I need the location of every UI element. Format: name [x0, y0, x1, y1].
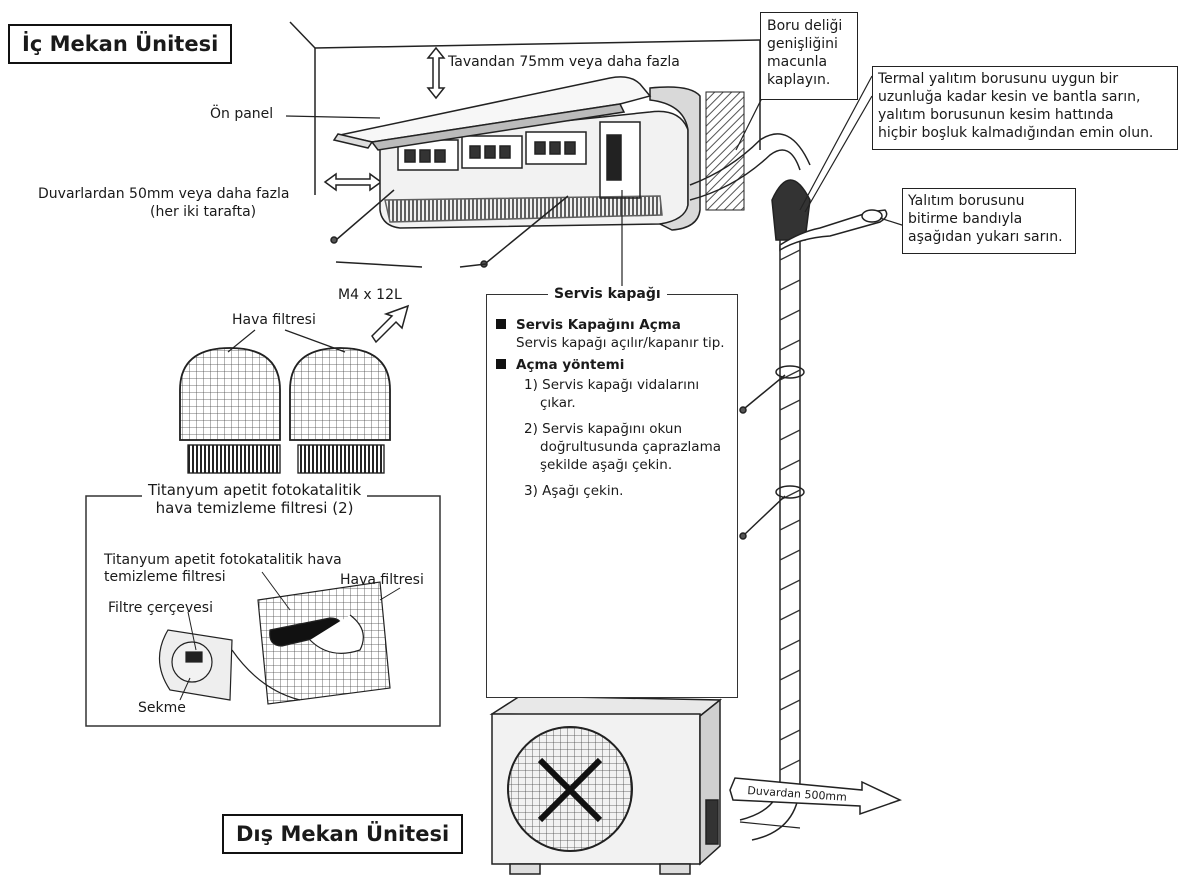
filter-tab-label: Sekme — [138, 700, 186, 716]
outdoor-heading-text: Dış Mekan Ünitesi — [236, 822, 450, 846]
piping — [689, 133, 811, 201]
clamp-screws — [739, 374, 786, 540]
insulation-wrap-callout: Yalıtım borusunu bitirme bandıyla aşağıd… — [902, 188, 1076, 254]
filter-detail-line-1: Titanyum apetit fotokatalitik hava — [104, 552, 342, 568]
pipe-hole-line-2: genişliğini — [767, 36, 838, 52]
pipe-hole-line-4: kaplayın. — [767, 72, 831, 88]
filter-panel-title: Titanyum apetit fotokatalitik hava temiz… — [142, 481, 368, 517]
wall-distance-arrow — [729, 777, 902, 816]
screw-size-label: M4 x 12L — [338, 287, 402, 303]
bullet-square-icon — [496, 359, 506, 369]
service-step-2-line-1: 2) Servis kapağını okun — [524, 421, 683, 437]
wall-opening — [705, 91, 745, 211]
ceiling-clearance-arrow — [426, 46, 446, 100]
service-method-heading: Açma yöntemi — [496, 356, 725, 374]
insulation-tube — [739, 179, 888, 841]
service-open-heading: Servis Kapağını Açma — [496, 316, 725, 334]
service-cover-title: Servis kapağı — [548, 286, 667, 302]
insulation-line-1: Yalıtım borusunu — [908, 193, 1025, 209]
ceiling-clearance-label: Tavandan 75mm veya daha fazla — [448, 54, 680, 70]
filter-leader-lines — [179, 571, 401, 701]
thermal-line-4: hiçbir boşluk kalmadığından emin olun. — [878, 125, 1154, 141]
filter-air-label: Hava filtresi — [340, 572, 424, 588]
wall-clearance-note: (her iki tarafta) — [150, 204, 257, 220]
service-step-2-line-2: doğrultusunda çaprazlama — [540, 439, 722, 455]
thermal-line-2: uzunluğa kadar kesin ve bantla sarın, — [878, 89, 1141, 105]
front-panel-text: Ön panel — [210, 106, 274, 122]
service-step-1-line-2: çıkar. — [540, 395, 576, 411]
screw-icons — [330, 189, 569, 268]
side-clearance-arrow — [323, 172, 383, 192]
pipe-hole-line-1: Boru deliği — [767, 18, 843, 34]
wall-clearance-label: Duvarlardan 50mm veya daha fazla — [38, 186, 290, 202]
service-step-2-line-3: şekilde aşağı çekin. — [540, 457, 673, 473]
thermal-line-3: yalıtım borusunun kesim hattında — [878, 107, 1114, 123]
outdoor-unit — [489, 695, 723, 875]
service-step-1-line-1: 1) Servis kapağı vidalarını — [524, 377, 700, 393]
callout-leaders — [735, 75, 906, 227]
service-open-desc: Servis kapağı açılır/kapanır tip. — [516, 335, 725, 351]
insulation-line-3: aşağıdan yukarı sarın. — [908, 229, 1063, 245]
insulation-line-2: bitirme bandıyla — [908, 211, 1023, 227]
air-filter-right — [289, 347, 391, 474]
lift-arrow-icon — [371, 304, 410, 344]
pipe-hole-callout: Boru deliği genişliğini macunla kaplayın… — [760, 12, 858, 100]
pipe-hole-line-3: macunla — [767, 54, 828, 70]
indoor-heading-text: İç Mekan Ünitesi — [22, 32, 219, 56]
filter-detail-illustration — [158, 581, 391, 705]
outdoor-unit-heading: Dış Mekan Ünitesi — [222, 814, 464, 854]
filter-frame-label: Filtre çerçevesi — [108, 600, 213, 616]
air-filter-leader-lines — [227, 329, 346, 353]
service-cover-instructions: Servis Kapağını Açma Servis kapağı açılı… — [496, 316, 725, 500]
service-open-heading-text: Servis Kapağını Açma — [516, 317, 681, 333]
air-filter-left — [179, 347, 281, 474]
filter-detail-line-2: temizleme filtresi — [104, 569, 226, 585]
service-method-heading-text: Açma yöntemi — [516, 357, 625, 373]
thermal-line-1: Termal yalıtım borusunu uygun bir — [878, 71, 1119, 87]
ground-line — [739, 821, 801, 829]
thermal-insulation-callout: Termal yalıtım borusunu uygun bir uzunlu… — [872, 66, 1178, 150]
indoor-unit-heading: İç Mekan Ünitesi — [8, 24, 233, 64]
filter-detail-label: Titanyum apetit fotokatalitik hava temiz… — [104, 552, 342, 586]
indoor-unit — [332, 76, 701, 231]
front-panel-label: Ön panel — [210, 106, 273, 123]
filter-panel-title-line-2: hava temizleme filtresi (2) — [155, 499, 354, 517]
service-step-3: 3) Aşağı çekin. — [524, 483, 624, 499]
service-cover-panel — [486, 294, 738, 698]
filter-panel-title-line-1: Titanyum apetit fotokatalitik — [148, 481, 362, 499]
bullet-square-icon — [496, 319, 506, 329]
air-filter-label: Hava filtresi — [232, 312, 316, 328]
